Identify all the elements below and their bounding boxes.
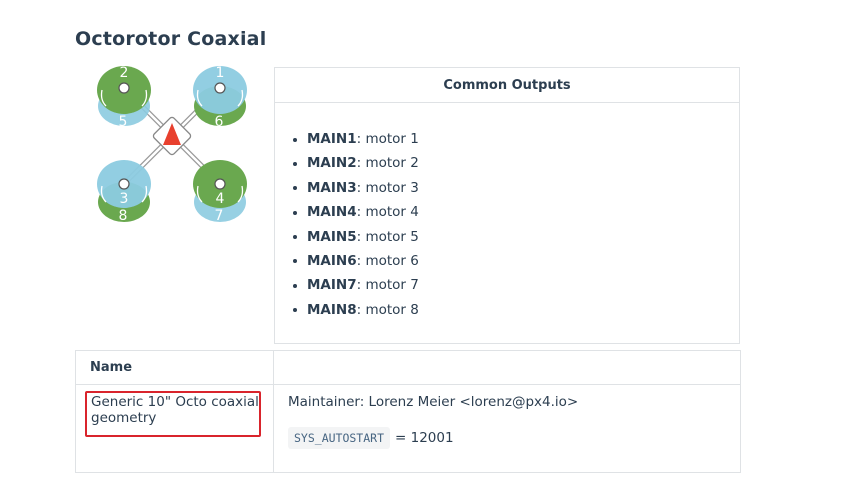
list-item: MAIN5: motor 5 xyxy=(293,225,739,249)
output-desc: : motor 3 xyxy=(356,179,419,196)
output-desc: : motor 8 xyxy=(356,301,419,318)
output-name: MAIN5 xyxy=(307,228,357,245)
common-outputs-header: Common Outputs xyxy=(275,68,739,103)
table-row: Generic 10" Octo coaxial geometry Mainta… xyxy=(76,385,740,472)
name-column-header: Name xyxy=(76,351,274,384)
autostart-param: SYS_AUTOSTART = 12001 xyxy=(288,427,454,449)
output-name: MAIN4 xyxy=(307,204,357,221)
output-desc: : motor 7 xyxy=(356,277,419,294)
output-desc: : motor 2 xyxy=(356,155,419,172)
octorotor-coaxial-diagram: 2 5 1 6 3 8 4 7 xyxy=(97,65,247,224)
motor-group-top-right: 1 6 xyxy=(193,65,247,130)
details-cell: Maintainer: Lorenz Meier <lorenz@px4.io>… xyxy=(274,385,740,472)
motor-label-2: 2 xyxy=(120,65,129,81)
param-code: SYS_AUTOSTART xyxy=(288,427,391,449)
motor-label-8: 8 xyxy=(119,208,128,224)
airframe-name[interactable]: Generic 10" Octo coaxial geometry xyxy=(91,394,259,426)
output-desc: : motor 4 xyxy=(356,204,419,221)
output-name: MAIN1 xyxy=(307,131,357,147)
motor-group-top-left: 2 5 xyxy=(97,65,151,130)
list-item: MAIN7: motor 7 xyxy=(293,273,739,297)
common-outputs-table: Common Outputs MAIN1: motor 1 MAIN2: mot… xyxy=(274,67,740,344)
list-item: MAIN1: motor 1 xyxy=(293,127,739,151)
list-item: MAIN2: motor 2 xyxy=(293,151,739,175)
name-highlight-box xyxy=(85,391,261,437)
output-name: MAIN6 xyxy=(307,252,357,269)
output-desc: : motor 5 xyxy=(356,228,419,245)
output-desc: : motor 1 xyxy=(356,131,419,147)
motor-label-3: 3 xyxy=(120,191,129,207)
name-cell: Generic 10" Octo coaxial geometry xyxy=(76,385,274,472)
table-header-row: Name xyxy=(76,351,740,385)
output-name: MAIN7 xyxy=(307,277,357,294)
list-item: MAIN8: motor 8 xyxy=(293,298,739,322)
motor-label-5: 5 xyxy=(119,114,128,130)
output-name: MAIN8 xyxy=(307,301,357,318)
details-column-header xyxy=(274,351,740,384)
page-title: Octorotor Coaxial xyxy=(75,28,267,50)
motor-label-1: 1 xyxy=(216,65,225,81)
output-name: MAIN2 xyxy=(307,155,357,172)
output-desc: : motor 6 xyxy=(356,252,419,269)
motor-label-6: 6 xyxy=(215,114,224,130)
output-name: MAIN3 xyxy=(307,179,357,196)
list-item: MAIN6: motor 6 xyxy=(293,249,739,273)
motor-label-7: 7 xyxy=(215,208,224,224)
motor-group-bottom-right: 4 7 xyxy=(193,160,247,224)
frame-center-icon xyxy=(152,116,192,156)
motor-group-bottom-left: 3 8 xyxy=(97,160,151,224)
list-item: MAIN3: motor 3 xyxy=(293,176,739,200)
outputs-list: MAIN1: motor 1 MAIN2: motor 2 MAIN3: mot… xyxy=(275,103,739,322)
airframe-info-table: Name Generic 10" Octo coaxial geometry M… xyxy=(75,350,741,473)
list-item: MAIN4: motor 4 xyxy=(293,200,739,224)
maintainer-text: Maintainer: Lorenz Meier <lorenz@px4.io> xyxy=(288,394,579,410)
motor-label-4: 4 xyxy=(216,191,225,207)
param-value: = 12001 xyxy=(395,430,454,446)
